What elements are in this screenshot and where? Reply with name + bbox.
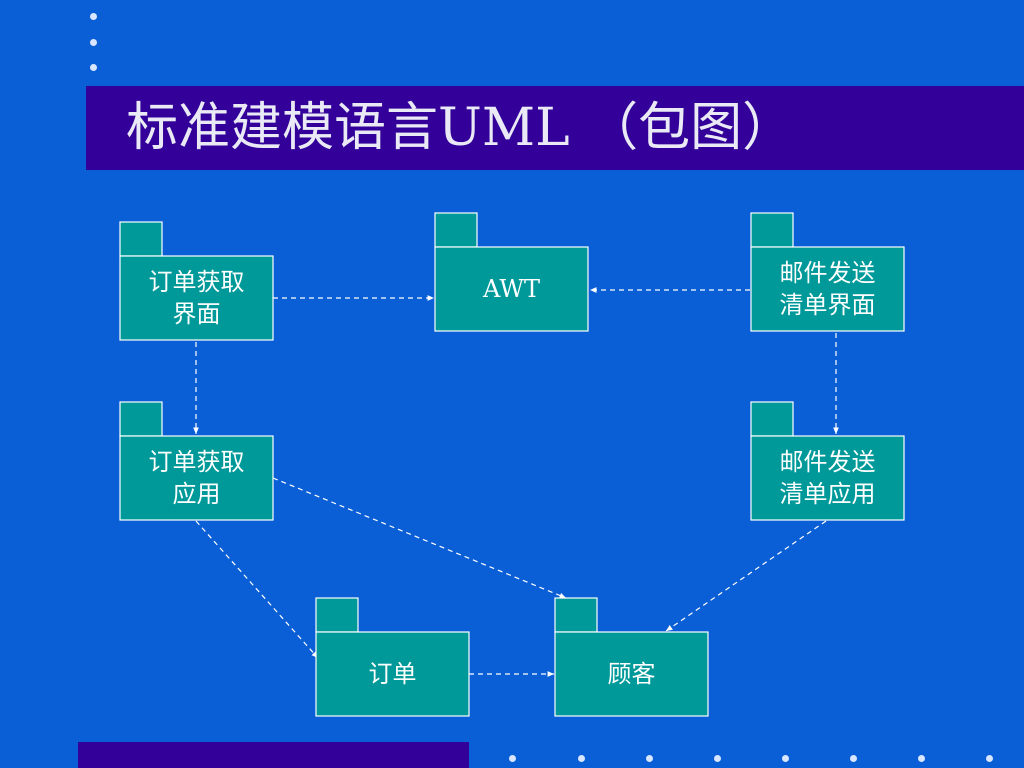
- decor-dot: [90, 64, 97, 71]
- decor-dot: [918, 755, 925, 762]
- package-tab: [315, 597, 359, 633]
- decor-dot: [714, 755, 721, 762]
- title-bar: [86, 86, 1024, 170]
- package-tab: [434, 212, 478, 248]
- package-label: AWT: [482, 275, 540, 303]
- decor-dot: [782, 755, 789, 762]
- bottom-accent-bar: [78, 742, 469, 768]
- package-body: [750, 246, 905, 332]
- package-label: 订单获取: [149, 448, 245, 476]
- package-tab: [119, 221, 163, 257]
- decor-dot: [850, 755, 857, 762]
- package-label: 订单: [369, 660, 417, 688]
- package-body: [434, 246, 589, 332]
- package-tab: [119, 401, 163, 437]
- decor-dot: [578, 755, 585, 762]
- dependency-arrow-mail-app-to-customer: [665, 520, 827, 632]
- package-body: [554, 631, 709, 717]
- package-customer: 顾客: [554, 597, 709, 717]
- package-awt: AWT: [434, 212, 589, 332]
- slide-title: 标准建模语言UML （包图）: [126, 98, 795, 158]
- package-label: 界面: [173, 300, 221, 328]
- decor-dot: [986, 755, 993, 762]
- package-label: 订单获取: [149, 268, 245, 296]
- package-body: [119, 255, 274, 341]
- package-label: 邮件发送: [780, 259, 876, 287]
- dependency-arrow-order-app-to-order: [195, 520, 319, 659]
- decor-dot: [90, 13, 97, 20]
- package-body: [750, 435, 905, 521]
- decor-dot: [509, 755, 516, 762]
- decor-dot: [90, 39, 97, 46]
- package-body: [119, 435, 274, 521]
- package-label: 清单界面: [780, 291, 876, 319]
- package-tab: [750, 212, 794, 248]
- package-label: 顾客: [608, 660, 656, 688]
- decor-dot: [646, 755, 653, 762]
- package-label: 清单应用: [780, 480, 876, 508]
- package-order: 订单: [315, 597, 470, 717]
- package-tab: [554, 597, 598, 633]
- dependency-arrow-order-app-to-customer: [272, 477, 567, 599]
- package-body: [315, 631, 470, 717]
- package-tab: [750, 401, 794, 437]
- package-label: 邮件发送: [780, 448, 876, 476]
- package-label: 应用: [173, 480, 221, 508]
